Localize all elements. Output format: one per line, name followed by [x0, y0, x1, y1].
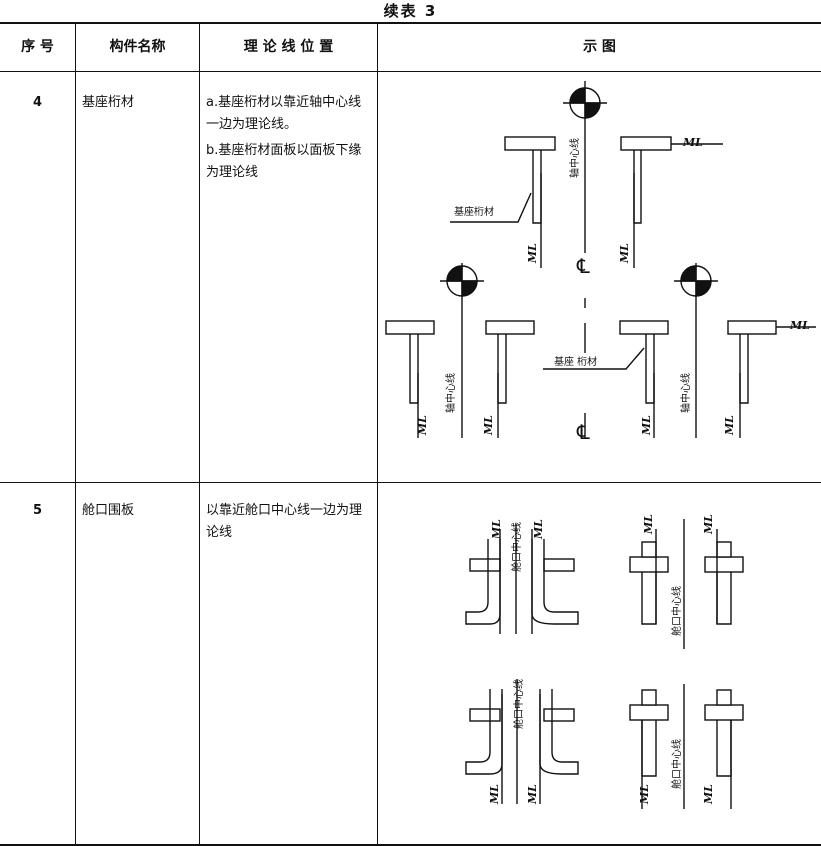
col-divider-3	[377, 22, 378, 846]
hatch-axis-label: 舱口中心线	[670, 739, 683, 789]
table-top-border	[0, 22, 821, 24]
ml-label: ML	[702, 784, 715, 805]
row5-seq: 5	[32, 503, 43, 518]
centre-mark-icon	[674, 263, 718, 438]
row4-diagram: ML 基座桁材 轴中心线 ML ML ℄ ML 基座 桁材 轴中心线 轴中心线 …	[378, 73, 821, 481]
ml-label: ML	[526, 243, 539, 264]
header-name: 构件名称	[109, 39, 166, 55]
row4-theory-a: a.基座桁材以靠近轴中心线一边为理论线。	[206, 95, 362, 132]
ml-label: ML	[532, 519, 545, 540]
ml-label: ML	[526, 784, 539, 805]
ml-label: ML	[682, 136, 703, 149]
ml-label: ML	[618, 243, 631, 264]
ml-label: ML	[490, 519, 503, 540]
centre-mark-icon	[440, 263, 484, 438]
centerline-symbol: ℄	[576, 420, 590, 444]
spec-table	[0, 22, 821, 846]
col-divider-1	[75, 22, 76, 846]
hatch-axis-label: 舱口中心线	[670, 586, 683, 636]
row4-name: 基座桁材	[82, 95, 135, 110]
row5-theory: 以靠近舱口中心线一边为理论线	[206, 503, 363, 540]
row4-seq: 4	[32, 95, 43, 110]
header-seq: 序 号	[21, 39, 54, 55]
row-divider	[0, 482, 821, 483]
centerline-symbol: ℄	[576, 254, 590, 278]
ml-label: ML	[702, 514, 715, 535]
ml-label: ML	[642, 514, 655, 535]
hatch-axis-label: 舱口中心线	[510, 522, 523, 572]
axis-label: 轴中心线	[444, 373, 457, 413]
header-diagram: 示 图	[583, 39, 616, 55]
ml-label: ML	[723, 415, 736, 436]
member-label: 基座桁材	[454, 205, 494, 218]
row5-name: 舱口围板	[82, 503, 135, 518]
ml-label: ML	[638, 784, 651, 805]
table-bottom-border	[0, 844, 821, 846]
ml-label: ML	[488, 784, 501, 805]
ml-label: ML	[416, 415, 429, 436]
row4-theory-b: b.基座桁材面板以面板下缘为理论线	[206, 143, 362, 180]
row5-diagram: ML 舱口中心线 ML ML ML 舱口中心线 舱口中心线 ML ML ML 舱…	[378, 484, 821, 842]
header-theory: 理 论 线 位 置	[243, 39, 334, 55]
ml-label: ML	[482, 415, 495, 436]
ml-label: ML	[789, 319, 810, 332]
header-divider	[0, 71, 821, 72]
axis-label: 轴中心线	[568, 138, 581, 178]
hatch-axis-label: 舱口中心线	[512, 679, 525, 729]
col-divider-2	[199, 22, 200, 846]
axis-label: 轴中心线	[679, 373, 692, 413]
table-caption: 续表 3	[383, 2, 438, 20]
member-label-lower: 基座 桁材	[554, 355, 597, 368]
centre-mark-icon	[563, 81, 607, 253]
ml-label: ML	[640, 415, 653, 436]
